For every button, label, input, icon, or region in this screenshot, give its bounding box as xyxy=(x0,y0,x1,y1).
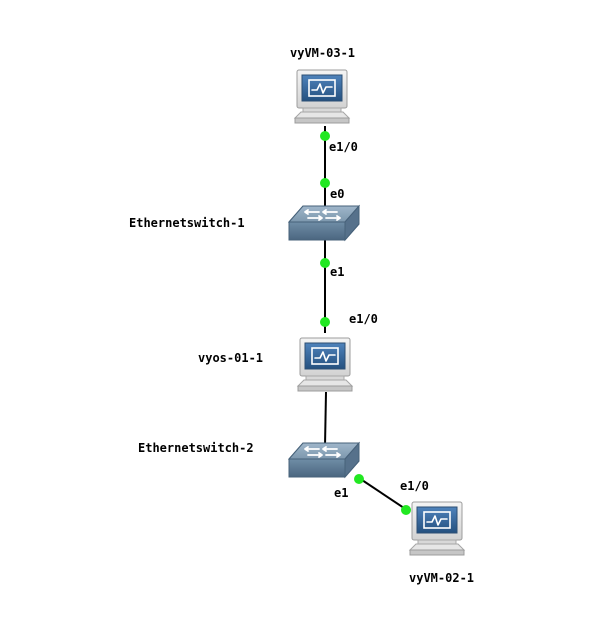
ethernet-switch-icon[interactable] xyxy=(288,442,360,478)
port-label-vyvm-03-1-e1-0: e1/0 xyxy=(329,140,358,154)
node-vyos-01-1[interactable] xyxy=(297,337,353,392)
node-vyvm-02-1[interactable] xyxy=(409,501,465,556)
vm-computer-icon[interactable] xyxy=(297,337,353,392)
node-label-vyos-01-1: vyos-01-1 xyxy=(198,351,263,365)
port-label-ethernetswitch-1-e0: e0 xyxy=(330,187,344,201)
node-label-ethernetswitch-1: Ethernetswitch-1 xyxy=(129,216,245,230)
port-label-vyvm-02-1-e1-0: e1/0 xyxy=(400,479,429,493)
link-vyos-01-1-to-ethernetswitch-2[interactable] xyxy=(324,391,327,447)
port-status-dot-ethernetswitch-1-e0 xyxy=(320,178,330,188)
port-status-dot-ethernetswitch-1-e1 xyxy=(320,258,330,268)
node-label-vyvm-03-1: vyVM-03-1 xyxy=(290,46,355,60)
link-ethernetswitch-2-to-vyvm-02-1[interactable] xyxy=(358,477,408,511)
link-3-line[interactable] xyxy=(324,391,327,447)
port-status-dot-vyvm-03-1-e1-0 xyxy=(320,131,330,141)
node-ethernetswitch-2[interactable] xyxy=(288,442,360,478)
link-4-line[interactable] xyxy=(358,477,408,511)
node-ethernetswitch-1[interactable] xyxy=(288,205,360,241)
port-status-dot-vyvm-02-1-e1-0 xyxy=(401,505,411,515)
port-status-dot-ethernetswitch-2-e1 xyxy=(354,474,364,484)
ethernet-switch-icon[interactable] xyxy=(288,205,360,241)
port-label-ethernetswitch-1-e1: e1 xyxy=(330,265,344,279)
port-status-dot-vyos-01-1-e1-0 xyxy=(320,317,330,327)
port-label-vyos-01-1-e1-0: e1/0 xyxy=(349,312,378,326)
vm-computer-icon[interactable] xyxy=(409,501,465,556)
port-label-ethernetswitch-2-e1: e1 xyxy=(334,486,348,500)
vm-computer-icon[interactable] xyxy=(294,69,350,124)
node-label-ethernetswitch-2: Ethernetswitch-2 xyxy=(138,441,254,455)
node-vyvm-03-1[interactable] xyxy=(294,69,350,124)
node-label-vyvm-02-1: vyVM-02-1 xyxy=(409,571,474,585)
